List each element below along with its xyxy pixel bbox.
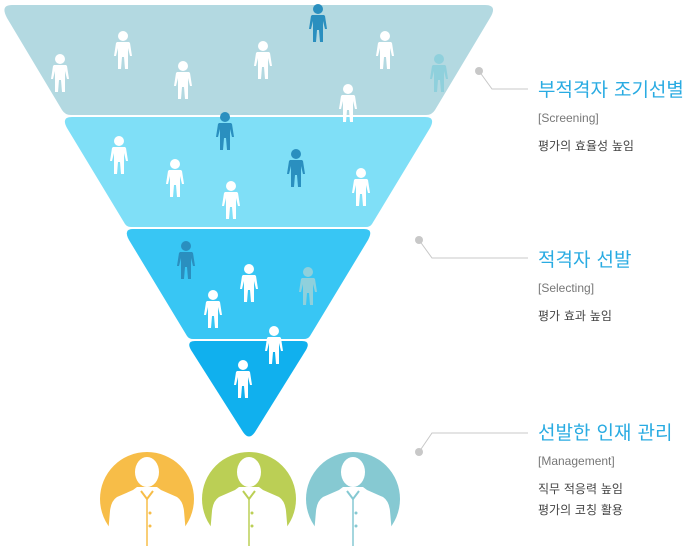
avatar-green (202, 452, 296, 546)
stage-description: 평가 효과 높임 (538, 306, 631, 327)
stage-subtitle: [Screening] (538, 111, 599, 125)
stage-description: 직무 적응력 높임 평가의 코칭 활용 (538, 479, 672, 521)
avatar-icon (209, 457, 289, 546)
avatar-icon (313, 457, 393, 546)
stage-description-line: 직무 적응력 높임 (538, 482, 623, 496)
stage-description-line: 평가 효과 높임 (538, 309, 612, 323)
stage-selecting: 적격자 선발 [Selecting] 평가 효과 높임 (538, 248, 631, 327)
funnel-band-screening-lower (64, 117, 433, 227)
stage-description-line: 평가의 코칭 활용 (538, 503, 623, 517)
stage-subtitle: [Selecting] (538, 281, 595, 295)
avatar-icon (107, 457, 187, 546)
funnel-band-screening (4, 5, 494, 115)
connector-selecting (415, 236, 528, 259)
connector-management (415, 432, 528, 456)
avatar-teal (306, 452, 400, 546)
stage-management: 선발한 인재 관리 [Management] 직무 적응력 높임 평가의 코칭 … (538, 421, 672, 521)
stage-title: 선발한 인재 관리 (538, 422, 673, 444)
stage-title: 부적격자 조기선별 (538, 79, 684, 101)
avatar-yellow (100, 452, 194, 546)
stage-title: 적격자 선발 (538, 249, 632, 271)
stage-description-line: 평가의 효율성 높임 (538, 139, 634, 153)
stage-subtitle: [Management] (538, 454, 615, 468)
connector-screening (475, 67, 528, 90)
stage-screening: 부적격자 조기선별 [Screening] 평가의 효율성 높임 (538, 78, 684, 157)
stage-description: 평가의 효율성 높임 (538, 136, 684, 157)
funnel-band-management (189, 341, 308, 437)
